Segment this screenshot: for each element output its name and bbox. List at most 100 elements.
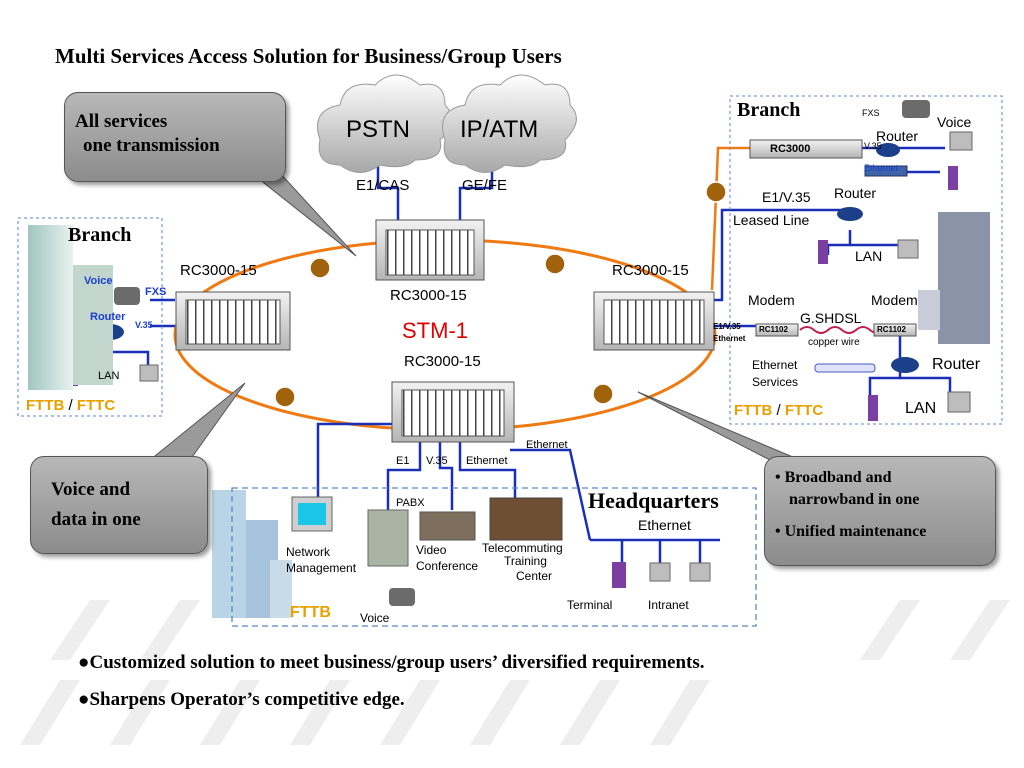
telecommuting-photo xyxy=(489,497,563,541)
left-branch-title: Branch xyxy=(68,224,132,246)
stm1-label: STM-1 xyxy=(402,318,468,343)
ethernet-small-label: Ethernet xyxy=(713,334,746,343)
e1-label: E1 xyxy=(396,455,410,467)
ethernet-right-label: Ethernet xyxy=(864,163,899,173)
pcs xyxy=(68,131,973,588)
rc1102-right xyxy=(873,323,917,337)
terminal-label: Terminal xyxy=(567,598,613,612)
right-router1-label: Router xyxy=(876,128,919,144)
gshdsl-label: G.SHDSL xyxy=(800,310,862,326)
cloud-ipatm xyxy=(442,74,577,173)
rc3000-label: RC3000 xyxy=(770,143,811,155)
left-fttc: FTTC xyxy=(76,397,116,414)
ethernet-label-a: Ethernet xyxy=(466,455,508,467)
bullet-1: ●Customized solution to meet business/gr… xyxy=(78,652,705,673)
right-branch-title: Branch xyxy=(737,99,801,121)
right-router2-label: Router xyxy=(834,185,877,201)
leased-line-label: Leased Line xyxy=(733,212,810,228)
hq-building xyxy=(212,490,292,618)
callout-voice-data: Voice and data in one xyxy=(30,456,208,554)
left-voice-label: Voice xyxy=(84,275,113,287)
left-building xyxy=(28,225,113,390)
eth-services-line2: Services xyxy=(752,375,799,389)
right-fttc: FTTC xyxy=(784,402,824,419)
video-conference-unit xyxy=(419,511,476,541)
copper-wire-line xyxy=(799,326,885,334)
right-slash: / xyxy=(772,402,785,419)
tele-line3: Center xyxy=(516,569,553,583)
hq-fttb-label: FTTB xyxy=(290,604,331,621)
hq-title: Headquarters xyxy=(588,488,719,513)
pabx-unit xyxy=(367,509,409,567)
tele-line2: Training xyxy=(504,554,547,568)
chassis-top xyxy=(375,219,485,281)
page-title: Multi Services Access Solution for Busin… xyxy=(55,44,562,68)
e1cas-label: E1/CAS xyxy=(356,177,410,194)
callout-pointer-2 xyxy=(148,382,246,461)
ring-badges xyxy=(274,181,727,408)
left-slash: / xyxy=(64,397,77,414)
right-lan1-label: LAN xyxy=(855,248,883,264)
v35-right-label: V.35 xyxy=(864,141,882,151)
callout-broadband-line2: narrowband in one xyxy=(789,491,920,508)
callout-all-services: All services one transmission xyxy=(64,92,286,182)
left-lan-label: LAN xyxy=(98,370,120,382)
left-branch-box xyxy=(17,217,163,417)
pstn-label: PSTN xyxy=(346,116,411,143)
eth-services-line1: Ethernet xyxy=(752,358,798,372)
ipatm-label: IP/ATM xyxy=(460,116,539,143)
netmgmt-line1: Network xyxy=(286,545,331,559)
netmgmt-screen xyxy=(298,503,326,525)
callout-all-services-line2: one transmission xyxy=(83,135,220,156)
right-modem1-label: Modem xyxy=(748,292,795,308)
right-fttb: FTTB xyxy=(734,402,773,419)
rc3000-device xyxy=(749,139,863,159)
ethernet-services-device xyxy=(814,363,876,373)
right-lan2-label: LAN xyxy=(905,400,937,417)
chassis-left xyxy=(175,291,291,351)
v35-label: V.35 xyxy=(426,455,448,467)
callout-broadband: • Broadband and narrowband in one • Unif… xyxy=(764,456,996,566)
node-left-label: RC3000-15 xyxy=(180,262,257,279)
left-router-label: Router xyxy=(90,311,126,323)
right-building xyxy=(918,212,990,344)
ethernet-switch xyxy=(864,165,908,177)
callout-broadband-line3: • Unified maintenance xyxy=(775,523,927,540)
left-fttb: FTTB xyxy=(26,397,65,414)
tele-line1: Telecommuting xyxy=(482,541,563,555)
hq-ethernet-label: Ethernet xyxy=(638,517,691,533)
right-voice-label: Voice xyxy=(937,114,972,130)
node-bottom-label: RC3000-15 xyxy=(404,353,481,370)
callout-voice-data-line2: data in one xyxy=(51,509,141,530)
right-fttb-fttc: FTTB / FTTC xyxy=(734,402,823,419)
fxs-left-label: FXS xyxy=(145,286,167,298)
rc1102-left xyxy=(755,323,799,337)
right-router3-label: Router xyxy=(932,356,981,373)
node-right-label: RC3000-15 xyxy=(612,262,689,279)
phones xyxy=(114,100,930,606)
video-line2: Conference xyxy=(416,559,479,573)
bullet-2: ●Sharpens Operator’s competitive edge. xyxy=(78,689,405,710)
e1v35-label: E1/V.35 xyxy=(762,189,811,205)
right-modem2-label: Modem xyxy=(871,292,918,308)
node-top-label: RC3000-15 xyxy=(390,287,467,304)
callout-voice-data-line1: Voice and xyxy=(51,479,131,500)
copper-wire-label: copper wire xyxy=(808,337,860,348)
netmgmt-line2: Management xyxy=(286,561,357,575)
rc1102-left-label: RC1102 xyxy=(759,325,788,334)
background-stripes xyxy=(20,600,1010,745)
rc1102-right-label: RC1102 xyxy=(877,325,906,334)
pabx-label: PABX xyxy=(396,497,425,509)
gefe-label: GE/FE xyxy=(462,177,508,194)
callout-all-services-line1: All services xyxy=(75,111,168,132)
left-fttb-fttc: FTTB / FTTC xyxy=(26,397,115,414)
hq-voice-label: Voice xyxy=(360,611,390,625)
chassis-right xyxy=(593,291,715,351)
chassis-bottom xyxy=(391,381,515,443)
hq-box xyxy=(231,487,757,627)
ethernet-label-b: Ethernet xyxy=(526,439,568,451)
fxs-right-label: FXS xyxy=(862,108,880,118)
uplink-fiber xyxy=(710,146,750,291)
intranet-label: Intranet xyxy=(648,598,689,612)
